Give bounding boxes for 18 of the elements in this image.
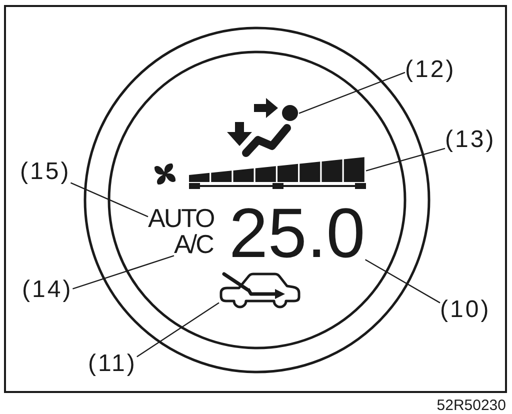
temperature-readout: 25.0 — [229, 198, 366, 268]
callout-number: (12) — [405, 58, 456, 82]
leader-line — [298, 72, 406, 114]
leader-line — [366, 148, 446, 172]
callout-number: (15) — [20, 160, 71, 184]
callout-number: (11) — [88, 352, 137, 376]
speed-bar-graph — [189, 156, 366, 189]
indicator-text: A/C — [174, 231, 213, 257]
figure-code: 52R50230 — [436, 398, 506, 413]
indicator-text: AUTO — [148, 205, 214, 231]
person-airflow-icon — [226, 96, 299, 160]
leader-line — [136, 302, 220, 358]
leader-line — [72, 255, 174, 290]
callout-number: (10) — [440, 298, 491, 322]
callout-number: (13) — [445, 128, 496, 152]
leader-line — [365, 259, 440, 304]
leader-line — [70, 182, 148, 218]
callout-number: (14) — [22, 278, 73, 302]
